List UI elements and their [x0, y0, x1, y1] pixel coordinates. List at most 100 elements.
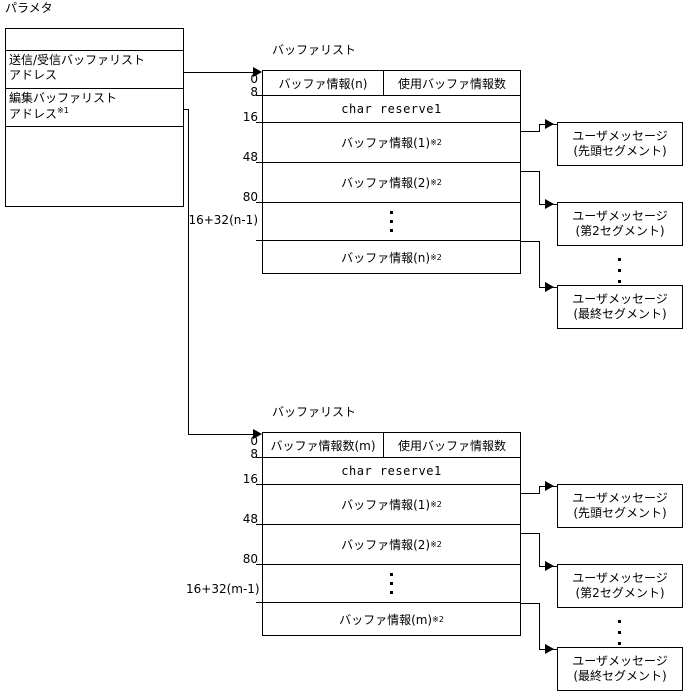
offset-upper-48: 48	[242, 150, 258, 164]
upper-msg3-connector-v	[539, 241, 540, 288]
buffer-list-upper-ellipsis-row	[263, 203, 520, 241]
buffer-list-lower-header-left: バッファ情報数(m)	[263, 433, 384, 457]
offset-upper-formula: 16+32(n-1)	[188, 213, 258, 227]
offset-tick-upper-16	[256, 122, 263, 123]
parameter-row-2-note: ※1	[57, 106, 69, 115]
buffer-list-lower-buffer-m-label: バッファ情報(m)	[339, 612, 433, 627]
buffer-list-lower-buffer-1-note: ※2	[430, 500, 442, 509]
offset-upper-0: 0	[250, 72, 258, 86]
buffer-list-upper-buffer-1-note: ※2	[430, 138, 442, 147]
connector-lower-horizontal-start	[184, 109, 189, 110]
buffer-list-upper-header-left: バッファ情報(n)	[263, 71, 384, 95]
upper-msg2-arrow	[545, 199, 554, 209]
buffer-list-upper-title: バッファリスト	[272, 43, 357, 57]
lower-msg2-connector-h1	[521, 533, 540, 534]
user-message-lower-ellipsis-icon	[618, 616, 621, 649]
upper-msg2-connector-h1	[521, 171, 540, 172]
buffer-list-lower-reserve-row: char reserve1	[263, 458, 520, 485]
buffer-list-lower-buffer-1-label: バッファ情報(1)	[341, 498, 431, 512]
buffer-list-lower-title: バッファリスト	[272, 405, 357, 419]
buffer-list-upper-reserve-row: char reserve1	[263, 96, 520, 123]
user-message-lower-1-line2: (先頭セグメント)	[573, 506, 667, 520]
buffer-list-upper-buffer-2-note: ※2	[430, 178, 442, 187]
user-message-lower-3-line2: (最終セグメント)	[573, 669, 667, 683]
buffer-list-lower-buffer-2-row: バッファ情報(2)※2	[263, 525, 520, 565]
upper-msg1-arrow	[545, 119, 554, 129]
offset-tick-upper-formula	[256, 240, 263, 241]
upper-msg2-connector-v	[539, 171, 540, 205]
user-message-upper-2: ユーザメッセージ (第2セグメント)	[557, 202, 683, 246]
user-message-lower-2-line1: ユーザメッセージ	[572, 571, 668, 585]
connector-lower-horizontal-end	[188, 434, 255, 435]
lower-msg1-arrow	[545, 481, 554, 491]
buffer-list-upper-buffer-2-label: バッファ情報(2)	[341, 176, 431, 190]
user-message-lower-3: ユーザメッセージ (最終セグメント)	[557, 647, 683, 691]
vertical-ellipsis-icon	[390, 203, 393, 240]
offset-tick-lower-48	[256, 524, 263, 525]
connector-upper-horizontal	[184, 72, 255, 73]
offset-lower-formula: 16+32(m-1)	[186, 582, 260, 596]
user-message-upper-2-line2: (第2セグメント)	[575, 224, 665, 238]
lower-msg3-connector-v	[539, 603, 540, 650]
user-message-lower-2: ユーザメッセージ (第2セグメント)	[557, 564, 683, 608]
buffer-list-upper-buffer-n-note: ※2	[430, 252, 442, 262]
offset-tick-lower-8	[256, 457, 263, 458]
user-message-lower-2-line2: (第2セグメント)	[575, 586, 665, 600]
user-message-upper-1-line2: (先頭セグメント)	[573, 144, 667, 158]
offset-lower-80: 80	[242, 552, 258, 566]
connector-lower-vertical	[188, 109, 189, 435]
upper-msg1-connector-v	[539, 124, 540, 132]
offset-tick-upper-80	[256, 202, 263, 203]
parameter-row-2-line2: アドレス	[9, 107, 58, 121]
buffer-list-lower-buffer-2-note: ※2	[430, 540, 442, 549]
buffer-list-upper-table: バッファ情報(n) 使用バッファ情報数 char reserve1 バッファ情報…	[262, 70, 521, 274]
offset-upper-16: 16	[242, 110, 258, 124]
offset-upper-80: 80	[242, 190, 258, 204]
upper-msg3-connector-h1	[521, 241, 540, 242]
buffer-list-upper-buffer-1-row: バッファ情報(1)※2	[263, 123, 520, 163]
user-message-lower-1: ユーザメッセージ (先頭セグメント)	[557, 484, 683, 528]
parameter-row-1-line2: アドレス	[9, 68, 58, 82]
offset-upper-8: 8	[250, 85, 258, 99]
parameter-title: パラメタ	[5, 1, 53, 15]
parameter-row-send-receive-buffer-list-address: 送信/受信バッファリスト アドレス	[6, 51, 183, 89]
user-message-upper-3-line2: (最終セグメント)	[573, 307, 667, 321]
user-message-upper-1: ユーザメッセージ (先頭セグメント)	[557, 122, 683, 166]
lower-msg1-connector-v	[539, 486, 540, 494]
user-message-upper-1-line1: ユーザメッセージ	[572, 129, 668, 143]
buffer-list-upper-buffer-2-row: バッファ情報(2)※2	[263, 163, 520, 203]
user-message-lower-1-line1: ユーザメッセージ	[572, 491, 668, 505]
buffer-list-lower-buffer-m-row: バッファ情報(m)※2	[263, 603, 520, 635]
buffer-list-lower-buffer-m-note: ※2	[432, 614, 444, 624]
parameter-row-edit-buffer-list-address: 編集バッファリスト アドレス※1	[6, 89, 183, 127]
user-message-upper-ellipsis-icon	[618, 254, 621, 287]
buffer-list-lower-table: バッファ情報数(m) 使用バッファ情報数 char reserve1 バッファ情…	[262, 432, 521, 636]
offset-tick-upper-48	[256, 162, 263, 163]
offset-tick-lower-formula	[256, 602, 263, 603]
offset-lower-8: 8	[250, 447, 258, 461]
buffer-list-upper-buffer-n-row: バッファ情報(n)※2	[263, 241, 520, 273]
parameter-row-1-line1: 送信/受信バッファリスト	[9, 53, 146, 67]
offset-tick-upper-8	[256, 95, 263, 96]
upper-msg1-connector-h1	[521, 131, 540, 132]
buffer-list-lower-buffer-1-row: バッファ情報(1)※2	[263, 485, 520, 525]
lower-msg3-arrow	[545, 644, 554, 654]
parameter-row-empty-top	[6, 29, 183, 51]
user-message-upper-3-line1: ユーザメッセージ	[572, 292, 668, 306]
parameter-row-2-line1: 編集バッファリスト	[9, 91, 118, 105]
buffer-list-lower-buffer-2-label: バッファ情報(2)	[341, 538, 431, 552]
lower-msg2-arrow	[545, 561, 554, 571]
offset-lower-16: 16	[242, 472, 258, 486]
offset-tick-lower-16	[256, 484, 263, 485]
offset-lower-48: 48	[242, 512, 258, 526]
user-message-upper-2-line1: ユーザメッセージ	[572, 209, 668, 223]
buffer-list-upper-header-right: 使用バッファ情報数	[397, 76, 506, 91]
upper-msg3-arrow	[545, 282, 554, 292]
connector-upper-arrow	[253, 67, 262, 77]
lower-msg1-connector-h1	[521, 493, 540, 494]
buffer-list-upper-buffer-1-label: バッファ情報(1)	[341, 136, 431, 150]
buffer-list-upper-buffer-n-label: バッファ情報(n)	[341, 250, 431, 265]
buffer-list-lower-header-row: バッファ情報数(m) 使用バッファ情報数	[263, 433, 520, 458]
buffer-list-lower-header-right: 使用バッファ情報数	[397, 438, 506, 453]
